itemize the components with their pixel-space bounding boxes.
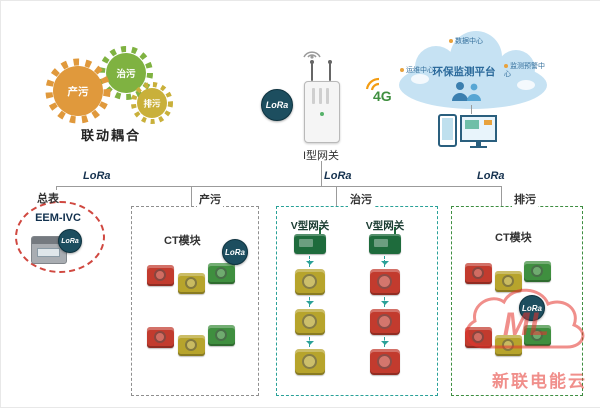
bus-drop-treat	[336, 186, 337, 206]
down-arrow	[306, 256, 314, 267]
ct-clamp-red	[370, 349, 400, 375]
ct-module-yellow	[178, 273, 205, 294]
monitor-screen	[460, 115, 497, 142]
gear-produce-label: 产污	[68, 85, 89, 98]
phone-icon	[438, 114, 457, 147]
zone-box-produce	[131, 206, 259, 396]
bus-lora-center: LoRa	[324, 170, 352, 182]
wifi-signal-icon	[303, 51, 321, 59]
ct-module-red	[147, 327, 174, 348]
gear-discharge-label: 排污	[143, 99, 161, 109]
ct-clamp-yellow	[295, 349, 325, 375]
zone-title-produce: 产污	[197, 191, 223, 207]
gateway-drop-line	[321, 161, 322, 186]
gateway-antenna-right	[328, 60, 332, 81]
ct-clamp-red	[370, 269, 400, 295]
gear-caption: 联动耦合	[80, 128, 141, 143]
ct-module-red	[465, 263, 492, 284]
monitor-stand	[476, 142, 481, 146]
v-gateway-right-label: V型网关	[365, 220, 405, 232]
lora-badge-gateway: LoRa	[261, 89, 293, 121]
bus-drop-produce	[191, 186, 192, 206]
gateway-led	[320, 112, 324, 116]
gear-produce: 产污	[45, 58, 111, 124]
produce-ct-module-label: CT模块	[164, 235, 201, 247]
4g-signal-icon: 4G	[365, 77, 392, 104]
gateway-device	[304, 81, 340, 143]
master-meter-title: 总表	[37, 193, 59, 205]
ct-module-yellow	[178, 335, 205, 356]
ct-module-yellow	[495, 335, 522, 356]
ct-clamp-yellow	[295, 269, 325, 295]
lora-badge-master: LoRa	[58, 229, 82, 253]
bus-drop-master	[56, 186, 57, 190]
gear-treat: 治污	[99, 46, 153, 100]
monitor-base	[470, 146, 487, 148]
bus-lora-left: LoRa	[83, 170, 111, 182]
bus-line	[56, 186, 501, 187]
users-icon	[452, 82, 481, 101]
ct-module-green	[524, 261, 551, 282]
gear-discharge: 排污	[131, 82, 173, 124]
ct-module-red	[465, 327, 492, 348]
down-arrow	[306, 297, 314, 307]
v-gateway-left-label: V型网关	[290, 220, 330, 232]
gateway-vent-slot	[326, 88, 329, 104]
gateway-label: I型网关	[302, 150, 340, 162]
4g-label: 4G	[373, 88, 392, 104]
ct-module-green	[208, 325, 235, 346]
gateway-vent-slot	[312, 88, 315, 104]
bus-drop-discharge	[501, 186, 502, 206]
ct-module-yellow	[495, 271, 522, 292]
gateway-vent-slot	[319, 88, 322, 104]
gear-cluster: 治污 排污 产污	[45, 46, 173, 124]
ct-module-green	[524, 325, 551, 346]
ct-module-red	[147, 265, 174, 286]
master-meter-model: EEM-IVC	[35, 212, 81, 224]
lora-badge-discharge: LoRa	[519, 295, 545, 321]
gateway-antenna-left	[310, 60, 314, 81]
ct-module-green	[208, 263, 235, 284]
cloud-node-ops-center: 运维中心	[400, 67, 434, 75]
gear-treat-label: 治污	[116, 68, 136, 80]
discharge-ct-module-label: CT模块	[495, 232, 532, 244]
down-arrow	[381, 337, 389, 347]
master-meter-circle	[15, 201, 105, 273]
down-arrow	[381, 256, 389, 267]
cloud-platform-title: 环保监测平台	[432, 66, 496, 78]
v-gateway-right-device	[369, 227, 401, 254]
cloud-node-data-center: 数据中心	[449, 38, 483, 46]
ct-clamp-red	[370, 309, 400, 335]
monitor-icon	[460, 115, 497, 148]
ct-clamp-yellow	[295, 309, 325, 335]
zone-title-treat: 治污	[348, 191, 374, 207]
lora-badge-produce: LoRa	[222, 239, 248, 265]
down-arrow	[306, 337, 314, 347]
cloud-node-alert-center: 监测预警中心	[504, 63, 548, 79]
v-gateway-left-device	[294, 227, 326, 254]
bus-lora-right: LoRa	[477, 170, 505, 182]
zone-title-discharge: 排污	[512, 191, 538, 207]
down-arrow	[381, 297, 389, 307]
cloud-to-terminals-line	[471, 105, 472, 114]
